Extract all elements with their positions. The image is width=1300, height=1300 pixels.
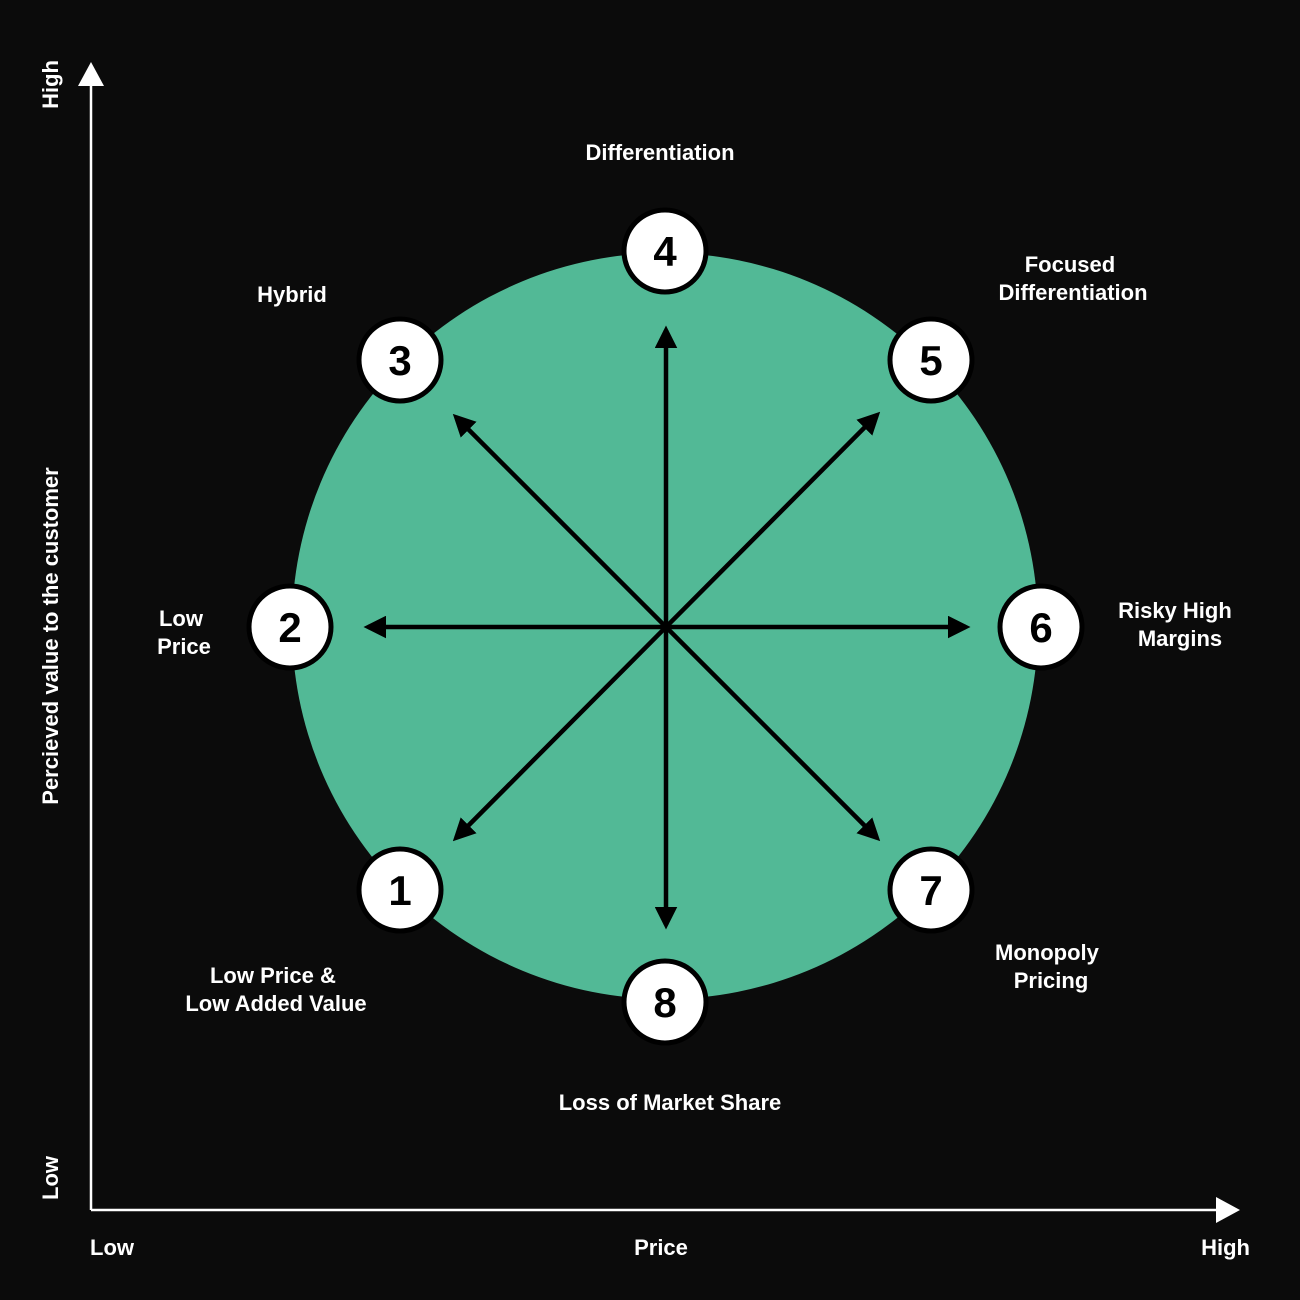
badge-2: 2 bbox=[246, 583, 334, 671]
label-strategy-2-line-2: Price bbox=[157, 634, 211, 659]
axis-labels: Low Price High High Percieved value to t… bbox=[38, 60, 1250, 1260]
y-axis-low-label: Low bbox=[38, 1155, 63, 1200]
badge-3-circle bbox=[356, 316, 444, 404]
badge-7-circle bbox=[887, 846, 975, 934]
y-axis-arrowhead bbox=[78, 62, 104, 86]
badge-8-circle bbox=[621, 958, 709, 1046]
label-strategy-7-line-2: Pricing bbox=[1014, 968, 1089, 993]
badge-3: 3 bbox=[356, 316, 444, 404]
arrow-diagonal-1-5 bbox=[452, 411, 881, 842]
label-strategy-4-line-1: Differentiation bbox=[585, 140, 734, 165]
x-axis-low-label: Low bbox=[90, 1235, 135, 1260]
badge-8-number: 8 bbox=[653, 979, 676, 1026]
badge-1-circle bbox=[356, 846, 444, 934]
badge-5-number: 5 bbox=[919, 337, 942, 384]
badge-1: 1 bbox=[356, 846, 444, 934]
axes bbox=[78, 62, 1240, 1223]
badge-6-circle bbox=[997, 583, 1085, 671]
y-axis-high-label: High bbox=[38, 60, 63, 109]
badge-4-circle bbox=[621, 207, 709, 295]
direction-arrows bbox=[363, 325, 971, 930]
badge-5-circle bbox=[887, 316, 975, 404]
label-strategy-7-line-1: Monopoly bbox=[995, 940, 1100, 965]
badge-7-number: 7 bbox=[919, 867, 942, 914]
label-strategy-6-line-1: Risky High bbox=[1118, 598, 1232, 623]
badge-7: 7 bbox=[887, 846, 975, 934]
x-axis-arrowhead bbox=[1216, 1197, 1240, 1223]
badge-5: 5 bbox=[887, 316, 975, 404]
label-strategy-3-line-1: Hybrid bbox=[257, 282, 327, 307]
label-strategy-7: Monopoly Pricing bbox=[995, 940, 1105, 993]
badge-6: 6 bbox=[997, 583, 1085, 671]
badge-3-number: 3 bbox=[388, 337, 411, 384]
label-strategy-1-line-2: Low Added Value bbox=[185, 991, 366, 1016]
label-strategy-8-line-1: Loss of Market Share bbox=[559, 1090, 782, 1115]
label-strategy-6-line-2: Margins bbox=[1138, 626, 1222, 651]
label-strategy-5-line-1: Focused bbox=[1025, 252, 1115, 277]
badge-2-number: 2 bbox=[278, 604, 301, 651]
badge-2-circle bbox=[246, 583, 334, 671]
label-strategy-5-line-2: Differentiation bbox=[998, 280, 1147, 305]
label-strategy-2: Low Price bbox=[157, 606, 211, 659]
label-strategy-5: Focused Differentiation bbox=[998, 252, 1147, 305]
x-axis-high-label: High bbox=[1201, 1235, 1250, 1260]
badge-4-number: 4 bbox=[653, 228, 677, 275]
badge-8: 8 bbox=[621, 958, 709, 1046]
y-axis-title: Percieved value to the customer bbox=[38, 467, 63, 805]
label-strategy-2-line-1: Low bbox=[159, 606, 204, 631]
label-strategy-4: Differentiation bbox=[585, 140, 734, 165]
x-axis-title: Price bbox=[634, 1235, 688, 1260]
badge-4: 4 bbox=[621, 207, 709, 295]
badge-6-number: 6 bbox=[1029, 604, 1052, 651]
badge-1-number: 1 bbox=[388, 867, 411, 914]
label-strategy-1: Low Price & Low Added Value bbox=[185, 963, 366, 1016]
label-strategy-6: Risky High Margins bbox=[1118, 598, 1238, 651]
strategy-labels: Low Price & Low Added Value Low Price Hy… bbox=[157, 140, 1238, 1115]
label-strategy-8: Loss of Market Share bbox=[559, 1090, 782, 1115]
label-strategy-3: Hybrid bbox=[257, 282, 327, 307]
label-strategy-1-line-1: Low Price & bbox=[210, 963, 336, 988]
